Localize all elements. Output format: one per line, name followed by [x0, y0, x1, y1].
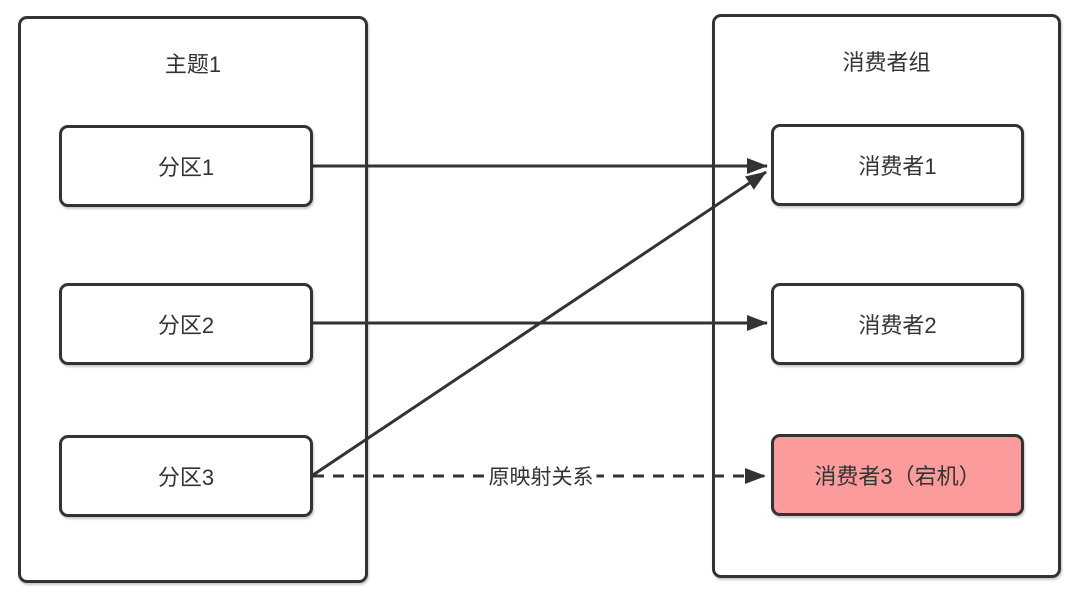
consumer-3-down-node: 消费者3（宕机）	[771, 434, 1024, 516]
partition-2-label: 分区2	[157, 313, 215, 338]
partition-3-label: 分区3	[157, 465, 215, 490]
consumer-1-node: 消费者1	[771, 124, 1024, 206]
topic-group-title: 主题1	[164, 52, 222, 77]
edge-partition3-consumer1	[312, 170, 767, 477]
edge-label-original-mapping: 原映射关系	[485, 461, 597, 491]
consumer-2-node: 消费者2	[771, 283, 1024, 365]
partition-1-label: 分区1	[157, 155, 215, 180]
partition-3-node: 分区3	[59, 435, 313, 517]
consumer-2-label: 消费者2	[858, 313, 937, 338]
consumer-group-title: 消费者组	[842, 50, 931, 75]
partition-1-node: 分区1	[59, 125, 313, 207]
partition-2-node: 分区2	[59, 283, 313, 365]
consumer-3-label: 消费者3（宕机）	[814, 464, 981, 489]
consumer-1-label: 消费者1	[858, 154, 937, 179]
